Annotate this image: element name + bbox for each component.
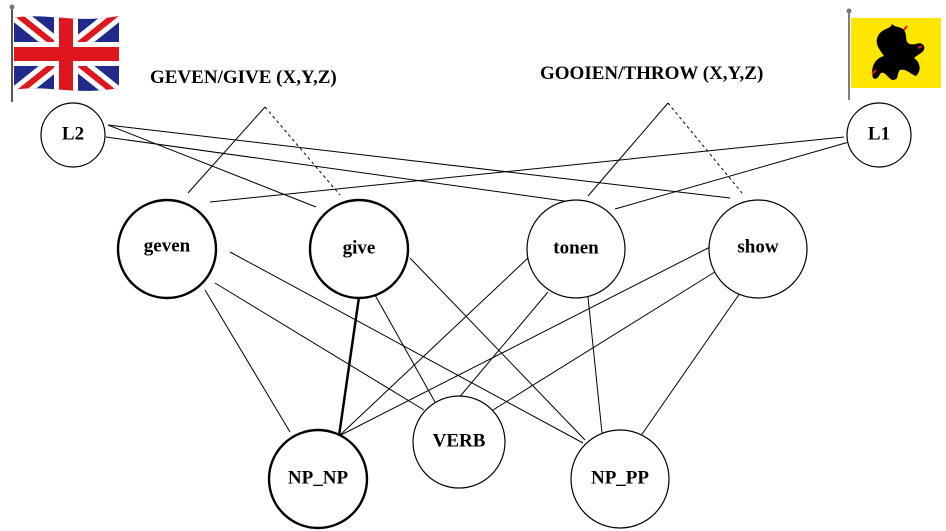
- svg-text:VERB: VERB: [433, 430, 486, 451]
- edges: [105, 102, 850, 444]
- svg-text:geven: geven: [144, 235, 191, 256]
- node-l2: L2: [40, 102, 106, 168]
- svg-text:L1: L1: [868, 123, 890, 144]
- node-np-np: NP_NP: [267, 428, 369, 530]
- title-give: GEVEN/GIVE (X,Y,Z): [150, 67, 337, 88]
- node-np-pp: NP_PP: [570, 429, 670, 529]
- node-give: give: [308, 198, 410, 300]
- node-verb: VERB: [412, 395, 506, 489]
- svg-text:tonen: tonen: [553, 237, 599, 258]
- svg-text:L2: L2: [62, 123, 84, 144]
- svg-text:give: give: [343, 237, 376, 258]
- node-l1: L1: [846, 102, 912, 168]
- node-show: show: [708, 199, 808, 299]
- svg-text:NP_NP: NP_NP: [288, 467, 349, 488]
- svg-text:show: show: [737, 236, 778, 257]
- title-throw: GOOIEN/THROW (X,Y,Z): [540, 63, 763, 84]
- node-geven: geven: [116, 198, 218, 300]
- node-tonen: tonen: [526, 199, 626, 299]
- union-jack-flag-icon: [9, 4, 119, 102]
- flemish-lion-flag-icon: [846, 8, 941, 100]
- svg-text:NP_PP: NP_PP: [591, 467, 649, 488]
